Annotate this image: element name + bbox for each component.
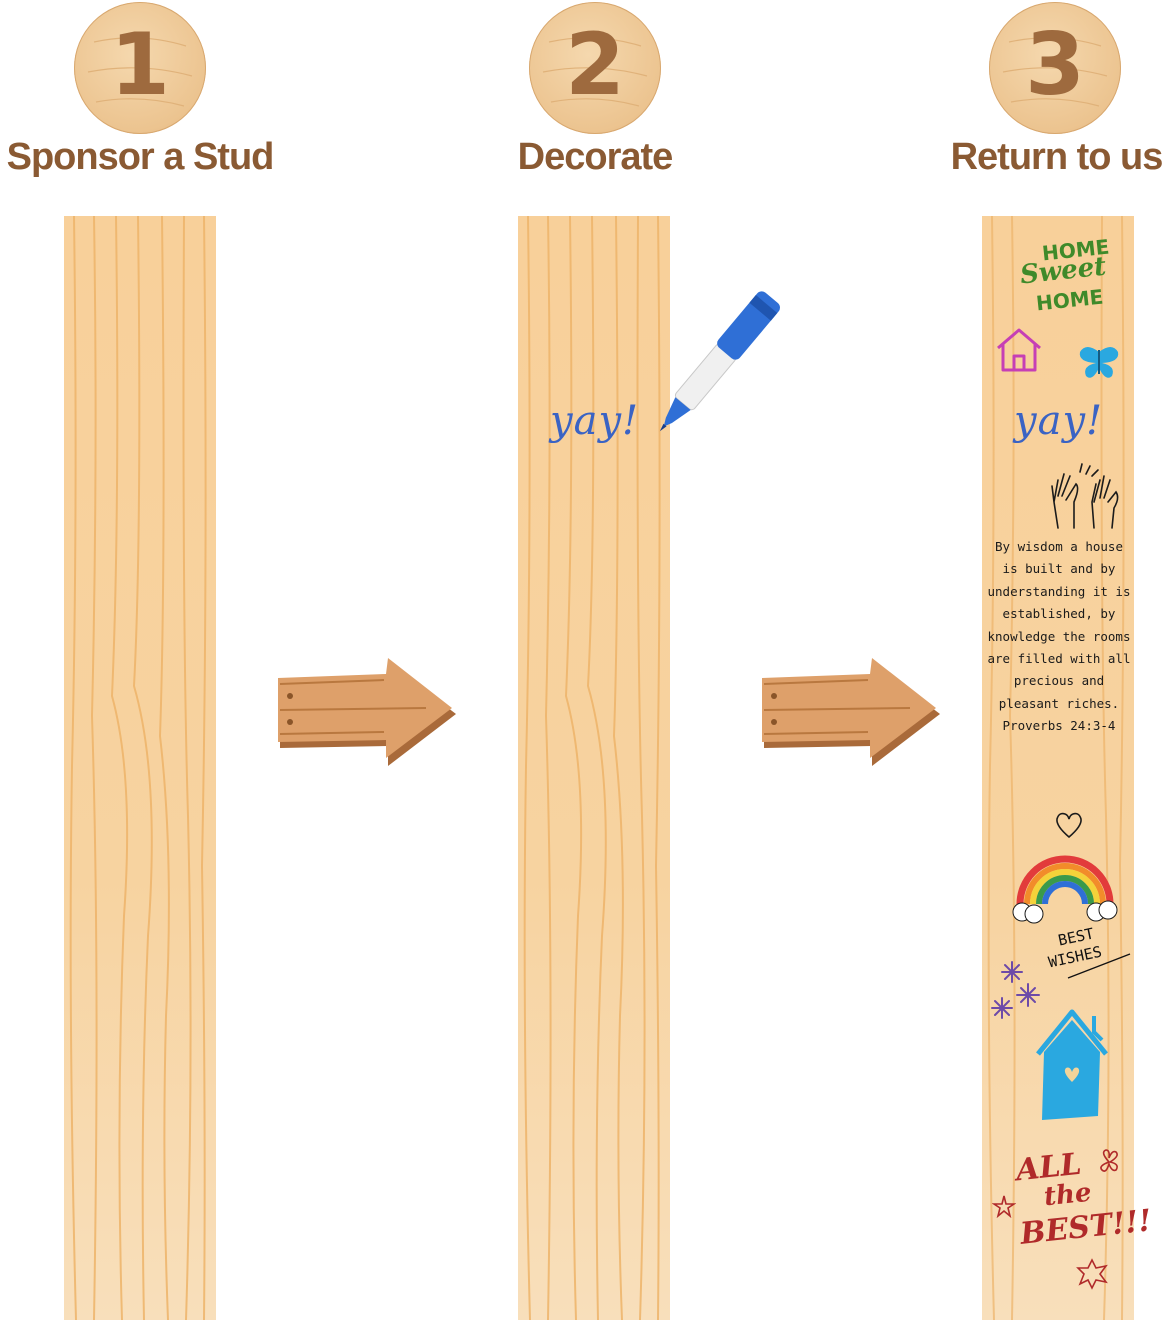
wooden-arrow-sign-icon: [762, 658, 940, 766]
wood-grain: [69, 216, 207, 1320]
step-1-number: 1: [110, 15, 170, 115]
sparkles-icon: [991, 961, 1040, 1019]
step-1-badge: 1: [74, 2, 206, 134]
step-3-badge: 3: [989, 2, 1121, 134]
wood-grain-badge-icon: [87, 37, 193, 107]
blue-marker-icon: [659, 291, 780, 432]
house-outline-icon: [997, 328, 1041, 372]
proverbs-verse: By wisdom a house is built and by unders…: [987, 539, 1131, 734]
high-five-hands-icon: [1051, 463, 1119, 529]
step-2-badge: 2: [529, 2, 661, 134]
step-3-number: 3: [1025, 15, 1085, 115]
rainbow-icon: [1012, 855, 1118, 924]
step-3-title: Return to us: [950, 136, 1164, 178]
birdhouse-icon: [1036, 1009, 1108, 1120]
yay-handwriting-copy: yay!: [1014, 398, 1104, 444]
plank-plain: [64, 216, 216, 1320]
star-doodle-icon: [992, 1195, 1016, 1218]
wood-grain-badge-icon: [1002, 37, 1108, 107]
wood-grain: [523, 216, 661, 1320]
wood-grain-badge-icon: [542, 37, 648, 107]
plank-decorating: [518, 216, 670, 1320]
flower-doodle-icon: [1100, 1149, 1118, 1172]
step-1-title: Sponsor a Stud: [6, 136, 275, 178]
step-2-number: 2: [565, 15, 625, 115]
underline-swash-icon: [1067, 953, 1131, 979]
step-2-title: Decorate: [517, 136, 674, 178]
burst-doodle-icon: [1076, 1258, 1108, 1290]
butterfly-icon: [1079, 347, 1119, 378]
plank-decorated: [982, 216, 1134, 1320]
wooden-arrow-sign-icon: [278, 658, 456, 766]
all-the-best-line2: the: [1042, 1177, 1093, 1213]
heart-outline-icon: [1056, 812, 1082, 839]
yay-handwriting: yay!: [550, 398, 640, 444]
